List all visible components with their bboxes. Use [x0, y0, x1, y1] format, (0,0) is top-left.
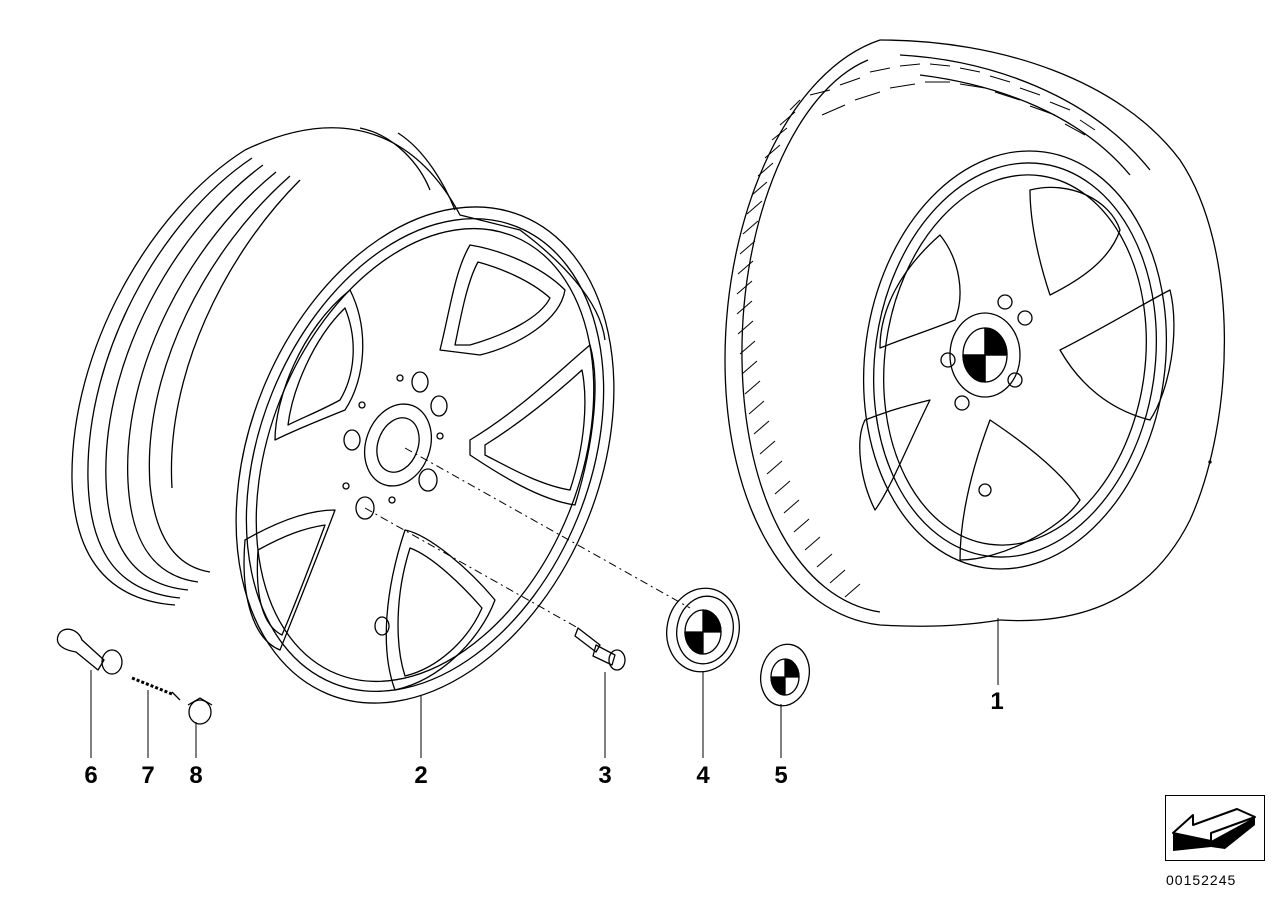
part-label-1[interactable]: 1	[990, 688, 1004, 715]
hub-cap-drawing	[666, 587, 740, 673]
part-label-5[interactable]: 5	[774, 762, 788, 789]
part-label-7[interactable]: 7	[141, 762, 155, 789]
document-number: 00152245	[1166, 872, 1237, 888]
part-label-2[interactable]: 2	[414, 762, 428, 789]
wheel-bolt-drawing	[574, 627, 626, 671]
leader-lines	[90, 447, 999, 758]
part-label-4[interactable]: 4	[696, 762, 710, 789]
valve-drawing	[56, 628, 213, 725]
part-label-3[interactable]: 3	[598, 762, 612, 789]
part-label-8[interactable]: 8	[189, 762, 203, 789]
part-label-6[interactable]: 6	[84, 762, 98, 789]
complete-wheel-drawing	[724, 39, 1226, 627]
direction-arrow-icon	[1165, 795, 1265, 861]
emblem-drawing	[760, 643, 810, 707]
rim-drawing	[71, 127, 615, 704]
